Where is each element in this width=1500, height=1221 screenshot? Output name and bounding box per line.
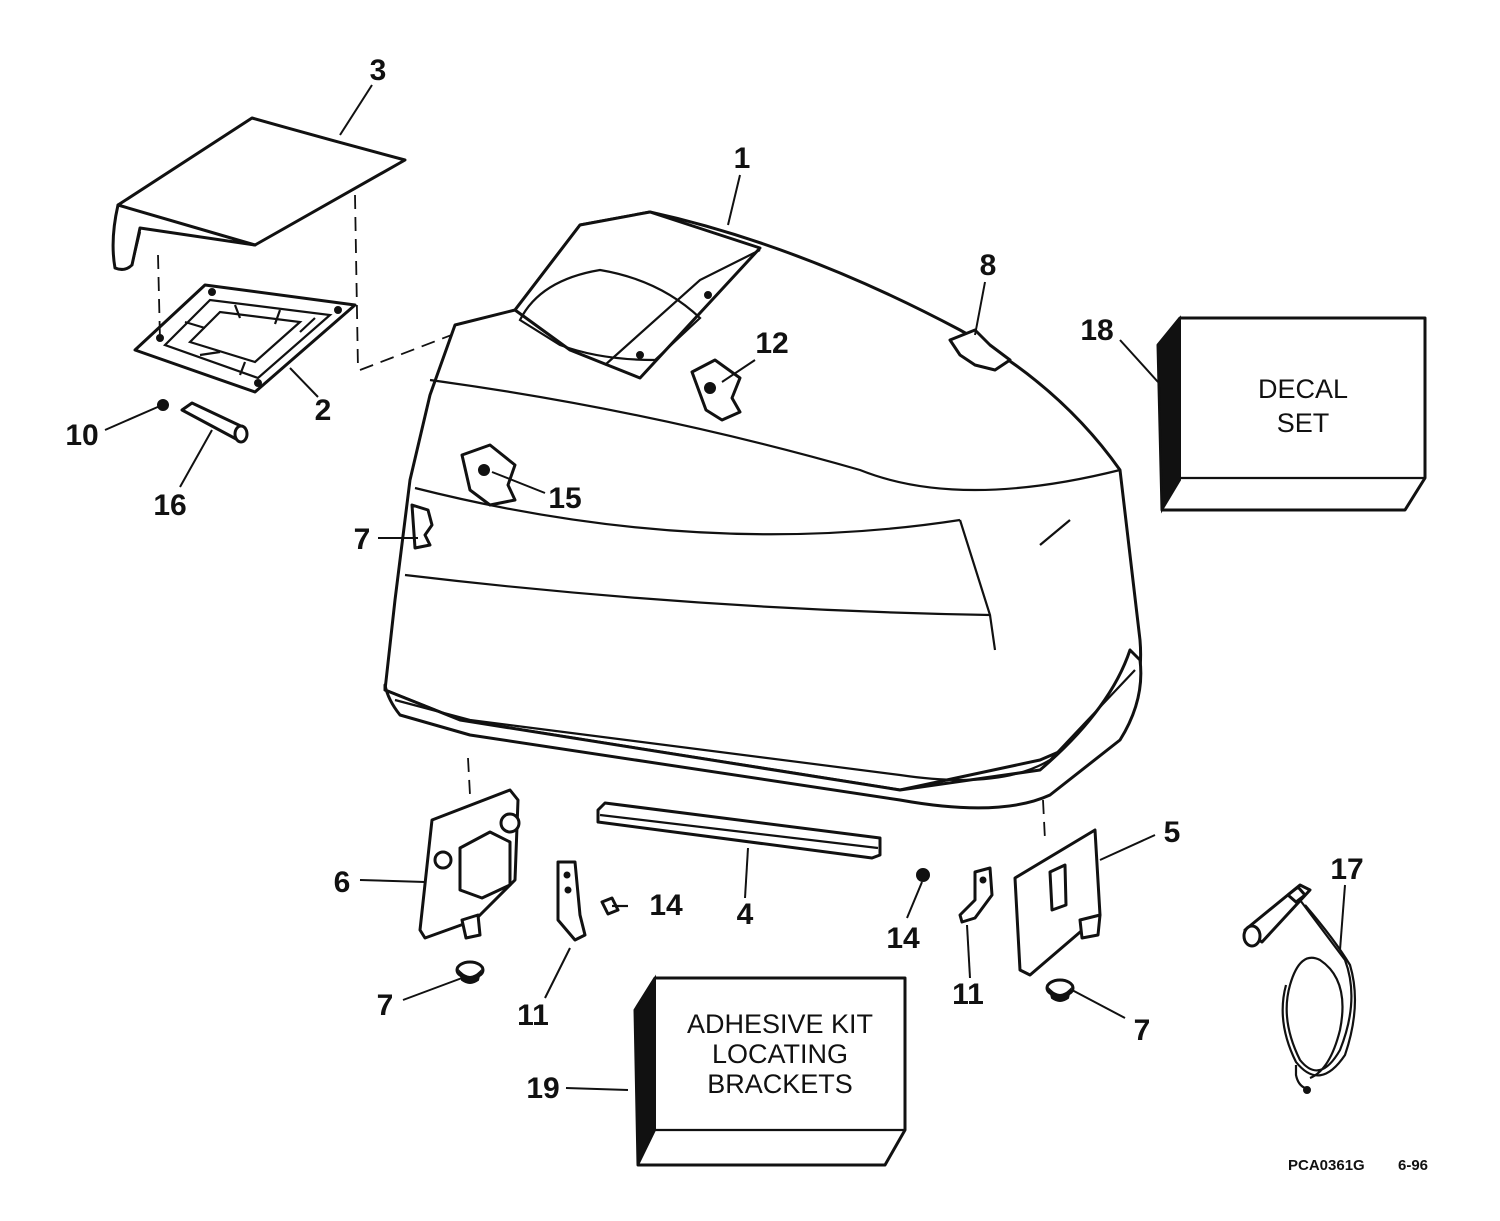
callout-3: 3 — [370, 54, 387, 87]
part-10-screw — [157, 399, 169, 411]
part-3-intake-cover — [111, 116, 407, 271]
callout-14-left: 14 — [649, 889, 683, 922]
callout-14-right: 14 — [886, 922, 920, 955]
part-7-bumper-left — [455, 960, 485, 984]
adhesive-box-line1: ADHESIVE KIT — [687, 1009, 873, 1039]
callout-11-left: 11 — [517, 999, 549, 1032]
callout-4: 4 — [737, 898, 754, 931]
decal-box-line1: DECAL — [1258, 374, 1348, 404]
part-2-gasket — [133, 283, 357, 394]
callout-10: 10 — [65, 419, 98, 452]
part-14-screw-right — [916, 868, 930, 882]
adhesive-box-line2: LOCATING — [712, 1039, 848, 1069]
callout-6: 6 — [334, 866, 351, 899]
part-17-lanyard — [1242, 883, 1357, 1094]
callout-8: 7 — [354, 523, 371, 556]
callout-7-left: 7 — [377, 989, 394, 1022]
callout-16: 16 — [153, 489, 186, 522]
part-7-bumper-right — [1045, 978, 1075, 1002]
callout-7-right: 7 — [1134, 1014, 1151, 1047]
callout-18: 18 — [1080, 314, 1113, 347]
part-14-screw-left — [600, 896, 628, 916]
part-6-bracket — [418, 788, 521, 940]
decal-box-line2: SET — [1277, 408, 1330, 438]
part-12-bracket — [690, 358, 742, 422]
callout-17: 17 — [1330, 853, 1363, 886]
decal-set-box: DECAL SET — [1156, 315, 1427, 514]
part-15-bracket — [460, 443, 517, 507]
callout-15: 15 — [548, 482, 581, 515]
callout-9: 8 — [980, 249, 997, 282]
callout-1: 1 — [734, 142, 751, 175]
part-1-motor-cover — [383, 210, 1143, 810]
callout-5: 5 — [1164, 816, 1181, 849]
figure-date: 6-96 — [1398, 1157, 1428, 1174]
part-16-grommet — [180, 401, 249, 444]
adhesive-kit-box: ADHESIVE KIT LOCATING BRACKETS — [633, 974, 907, 1167]
part-5-plate — [1013, 828, 1102, 977]
callout-2: 2 — [315, 394, 332, 427]
part-4-seal — [596, 801, 882, 860]
part-11-clip-left — [556, 860, 587, 942]
callout-12: 12 — [755, 327, 788, 360]
part-11-clip-right — [958, 866, 994, 924]
figure-code: PCA0361G — [1288, 1157, 1365, 1174]
callout-19: 19 — [526, 1072, 559, 1105]
callout-11-right: 11 — [952, 978, 984, 1011]
adhesive-box-line3: BRACKETS — [707, 1069, 853, 1099]
